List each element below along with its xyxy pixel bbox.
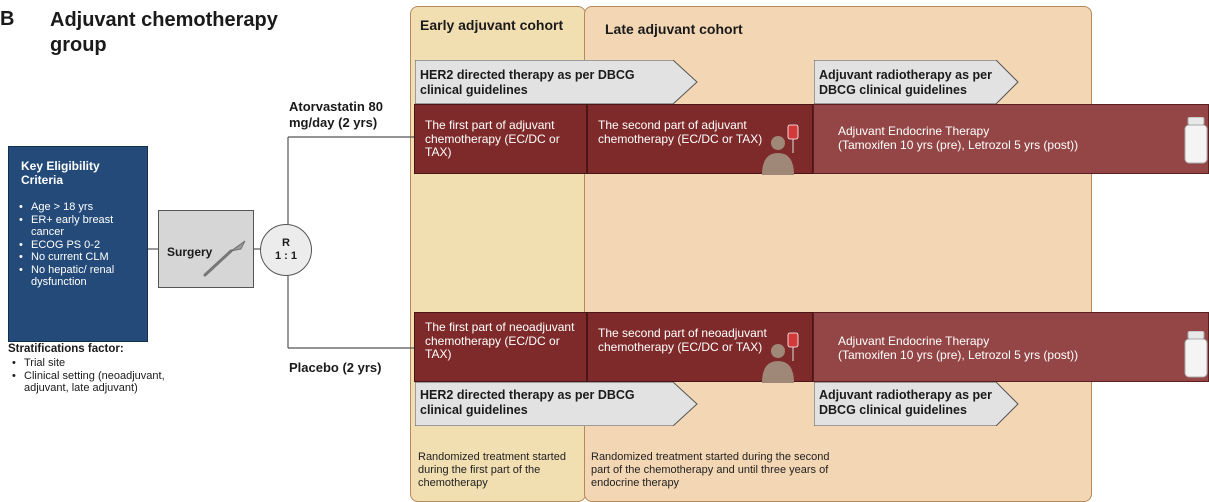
eligibility-title: Key Eligibility Criteria [21,159,100,187]
endocrine-therapy-bottom: Adjuvant Endocrine Therapy (Tamoxifen 10… [813,312,1209,382]
chemo-part1-bottom: The first part of neoadjuvant chemothera… [414,312,587,382]
radiotherapy-arrow-bottom-label: Adjuvant radiotherapy as per DBCG clinic… [819,388,992,417]
radiotherapy-arrow-top-label: Adjuvant radiotherapy as per DBCG clinic… [819,68,992,97]
eligibility-item: No hepatic/ renal dysfunction [11,264,145,289]
patient-iv-icon [762,124,799,175]
late-cohort-title: Late adjuvant cohort [605,21,743,37]
eligibility-item: ECOG PS 0-2 [11,239,145,252]
eligibility-item: Age > 18 yrs [11,201,145,214]
endocrine-top-title: Adjuvant Endocrine Therapy [838,124,990,138]
pill-bottle-icon [1184,117,1208,164]
eligibility-box: Key Eligibility Criteria Age > 18 yrs ER… [8,146,148,342]
stratification-item: Clinical setting (neoadjuvant, adjuvant,… [4,370,184,395]
stratification-title: Stratifications factor: [8,343,124,355]
surgery-box: Surgery [158,210,254,288]
late-cohort-note: Randomized treatment started during the … [591,451,830,489]
her2-arrow-top: HER2 directed therapy as per DBCG clinic… [415,60,699,104]
her2-arrow-top-label: HER2 directed therapy as per DBCG clinic… [420,68,635,97]
radiotherapy-arrow-top: Adjuvant radiotherapy as per DBCG clinic… [814,60,1020,104]
early-cohort-note: Randomized treatment started during the … [418,451,566,489]
eligibility-item: No current CLM [11,251,145,264]
panel-letter: B [0,8,15,30]
stratification-list: Trial site Clinical setting (neoadjuvant… [4,357,184,395]
pill-bottle-icon [1184,331,1208,378]
arm-placebo-label: Placebo (2 yrs) [289,360,382,375]
patient-iv-icon [762,332,799,383]
her2-arrow-bottom: HER2 directed therapy as per DBCG clinic… [415,382,699,426]
surgery-label: Surgery [167,245,213,259]
early-cohort-title: Early adjuvant cohort [420,17,564,33]
chemo-part1-bottom-label: The first part of neoadjuvant chemothera… [425,320,575,361]
chemo-part2-top: The second part of adjuvant chemotherapy… [587,104,813,175]
randomization-circle: R 1 : 1 [260,224,312,276]
stratification-item: Trial site [4,357,184,370]
scalpel-icon [203,240,246,277]
chemo-part2-top-label: The second part of adjuvant chemotherapy… [598,118,763,146]
eligibility-item: ER+ early breast cancer [11,214,145,239]
chemo-part1-top-label: The first part of adjuvant chemotherapy … [425,118,560,159]
endocrine-bottom-title: Adjuvant Endocrine Therapy [838,334,990,348]
chemo-part2-bottom-label: The second part of neoadjuvant chemother… [598,326,767,354]
endocrine-bottom-detail: (Tamoxifen 10 yrs (pre), Letrozol 5 yrs … [838,348,1079,362]
endocrine-therapy-top: Adjuvant Endocrine Therapy (Tamoxifen 10… [813,104,1209,174]
her2-arrow-bottom-label: HER2 directed therapy as per DBCG clinic… [420,388,635,417]
arm-atorvastatin-label: Atorvastatin 80 mg/day (2 yrs) [289,99,383,130]
panel-title: Adjuvant chemotherapy group [50,9,278,56]
radiotherapy-arrow-bottom: Adjuvant radiotherapy as per DBCG clinic… [814,382,1020,426]
chemo-part1-top: The first part of adjuvant chemotherapy … [414,104,587,174]
randomization-label: R [282,237,290,249]
randomization-ratio: 1 : 1 [274,250,297,262]
endocrine-top-detail: (Tamoxifen 10 yrs (pre), Letrozol 5 yrs … [838,138,1079,152]
chemo-part2-bottom: The second part of neoadjuvant chemother… [587,312,813,383]
eligibility-list: Age > 18 yrs ER+ early breast cancer ECO… [11,201,145,289]
